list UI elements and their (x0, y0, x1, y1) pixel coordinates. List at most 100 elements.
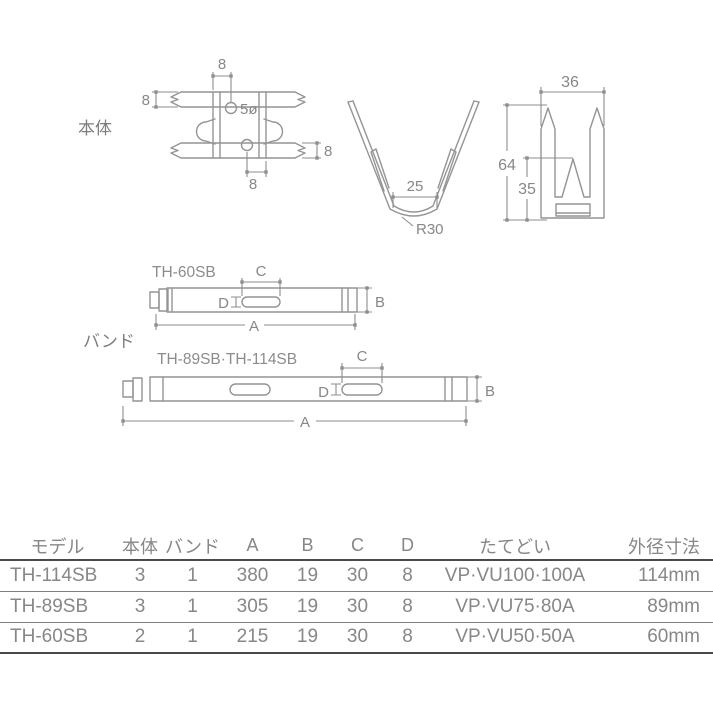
cell-a: 215 (236, 626, 269, 648)
front-dim-height: 64 (498, 103, 547, 222)
dim-label: D (218, 295, 229, 312)
cell-band: 1 (187, 626, 198, 648)
band1-bolt-head (149, 291, 160, 309)
dim-label: 8 (324, 143, 332, 160)
band1-dim-c: C (240, 263, 282, 296)
dim-lines (155, 314, 356, 330)
band2-dim-a: A (121, 406, 468, 431)
cell-c: 30 (346, 564, 369, 586)
front-dim-width: 36 (539, 74, 606, 126)
cell-b: 19 (296, 564, 319, 586)
header-body: 本体 (122, 536, 158, 557)
body-dim-left: 8 (142, 90, 178, 109)
header-band: バンド (165, 536, 220, 557)
header-c: C (351, 535, 364, 555)
hole-diameter-label: 5ø (240, 101, 258, 118)
band1-body (166, 287, 358, 313)
cell-outer-diameter: 60mm (647, 626, 700, 648)
dim-lines (231, 296, 241, 308)
vclip-end-caps (347, 100, 480, 103)
header-downspout: たてどい (479, 536, 551, 557)
band1-title: TH-60SB (152, 264, 216, 281)
dim-lines (246, 152, 267, 177)
dim-lines (122, 406, 467, 426)
band2-slot-right (341, 383, 383, 396)
spec-header-row: モデル 本体 バンド A B C D たてどい 外径寸法 (0, 532, 713, 560)
dim-label: R30 (416, 221, 444, 238)
cell-outer-diameter: 89mm (647, 595, 700, 617)
header-outer-diameter: 外径寸法 (628, 536, 700, 557)
dim-label: 8 (249, 176, 257, 193)
band2-dim-b: B (467, 375, 495, 403)
header-a: A (246, 535, 259, 555)
body-top-bar (170, 91, 306, 108)
bands-label: バンド (83, 332, 135, 351)
cell-d: 8 (402, 626, 413, 648)
dim-lines (523, 157, 573, 220)
front-dim-inner: 35 (518, 156, 573, 222)
dim-label: 8 (218, 56, 226, 73)
cell-c: 30 (346, 626, 369, 648)
cell-c: 30 (346, 595, 369, 617)
body-dim-top: 8 (211, 56, 233, 102)
band1-dim-a: A (154, 314, 357, 335)
band2-dim-d: D (318, 383, 341, 401)
vclip-inner (352, 100, 475, 213)
cell-b: 19 (296, 595, 319, 617)
cell-model: TH-89SB (10, 595, 89, 617)
spec-table: モデル 本体 バンド A B C D たてどい 外径寸法 TH-114SB 3 … (0, 532, 713, 654)
header-b: B (301, 535, 314, 555)
cell-body: 3 (134, 595, 146, 617)
front-outline (540, 107, 605, 219)
dim-lines (152, 91, 178, 108)
cell-b: 19 (296, 626, 319, 648)
dim-lines (467, 376, 482, 402)
dim-lines (357, 287, 372, 313)
band2-slot-left (229, 383, 271, 396)
vclip-drawing: 25 R30 (347, 100, 480, 238)
cell-body: 2 (134, 626, 146, 648)
cell-model: TH-114SB (10, 564, 98, 586)
cell-a: 380 (236, 564, 269, 586)
cell-d: 8 (402, 564, 413, 586)
header-model: モデル (30, 536, 85, 557)
cell-downspout: VP·VU100·100A (444, 564, 586, 586)
body-label: 本体 (78, 119, 112, 138)
dim-lines (341, 363, 383, 383)
band2-drawing: TH-89SB·TH-114SB C D (121, 348, 495, 431)
table-row: TH-114SB 3 1 380 19 30 8 VP·VU100·100A 1… (0, 560, 713, 591)
front-clamp-plate (555, 203, 591, 217)
dim-lines (302, 142, 321, 159)
dim-label: 8 (142, 92, 150, 109)
technical-drawings: 本体 8 8 8 (78, 56, 606, 431)
front-drawing: 36 64 35 (498, 74, 606, 222)
dim-lines (241, 278, 281, 296)
band2-bolt-head (122, 380, 134, 398)
dim-label: 64 (498, 157, 516, 174)
band1-end-lines (171, 287, 349, 313)
cell-d: 8 (402, 595, 413, 617)
dim-label: D (318, 384, 329, 401)
band1-dim-b: B (357, 286, 385, 314)
dim-lines (331, 383, 341, 396)
body-center-plate (212, 91, 267, 159)
body-bottom-hole (240, 138, 254, 152)
dim-label: C (256, 263, 267, 280)
dim-lines (212, 72, 232, 102)
dim-label: B (375, 294, 385, 311)
dim-label: 36 (561, 74, 579, 91)
vclip-right-tab (437, 148, 457, 192)
leader-line (401, 216, 414, 227)
band2-body (149, 376, 468, 402)
cell-band: 1 (187, 595, 198, 617)
table-row: TH-60SB 2 1 215 19 30 8 VP·VU50·50A 60mm (0, 622, 713, 653)
body-top-hole (224, 101, 238, 115)
band1-slot (241, 296, 281, 308)
dim-label: 35 (518, 181, 536, 198)
body-left-clip (195, 118, 216, 145)
vclip-outer (347, 101, 480, 217)
body-drawing: 本体 8 8 8 (78, 56, 332, 193)
cell-downspout: VP·VU75·80A (455, 595, 575, 617)
dim-lines (540, 87, 605, 126)
